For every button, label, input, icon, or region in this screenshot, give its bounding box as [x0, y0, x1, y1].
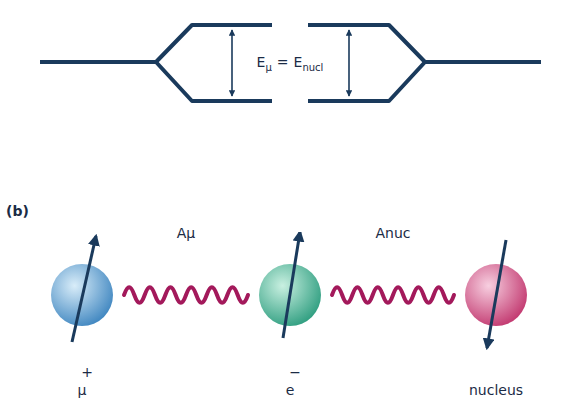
particle-node: +μ: [40, 232, 124, 402]
coupling-label: Aμ: [174, 225, 198, 241]
equation-part: nucl: [302, 62, 323, 73]
particle-sphere: [454, 232, 538, 362]
coupling-wave: [332, 287, 454, 303]
equation-label: Eμ = Enucl: [255, 54, 326, 70]
particle-name: e: [286, 382, 295, 398]
equation-part: =: [277, 54, 289, 70]
particle-name: nucleus: [469, 382, 523, 398]
coupling-wave: [124, 287, 248, 303]
particle-node: nucleus: [454, 232, 538, 402]
particle-node: −e: [248, 232, 332, 402]
particle-sphere: [40, 232, 124, 362]
particle-sphere: [248, 232, 332, 362]
equation-part: μ: [265, 62, 271, 73]
charge-sign: −: [289, 364, 301, 380]
coupling-label: Anuc: [372, 225, 413, 241]
panel-label: (b): [6, 203, 29, 219]
charge-sign: +: [81, 364, 93, 380]
equation-part: E: [257, 54, 266, 70]
equation-part: E: [294, 54, 303, 70]
particle-name: μ: [78, 382, 87, 398]
